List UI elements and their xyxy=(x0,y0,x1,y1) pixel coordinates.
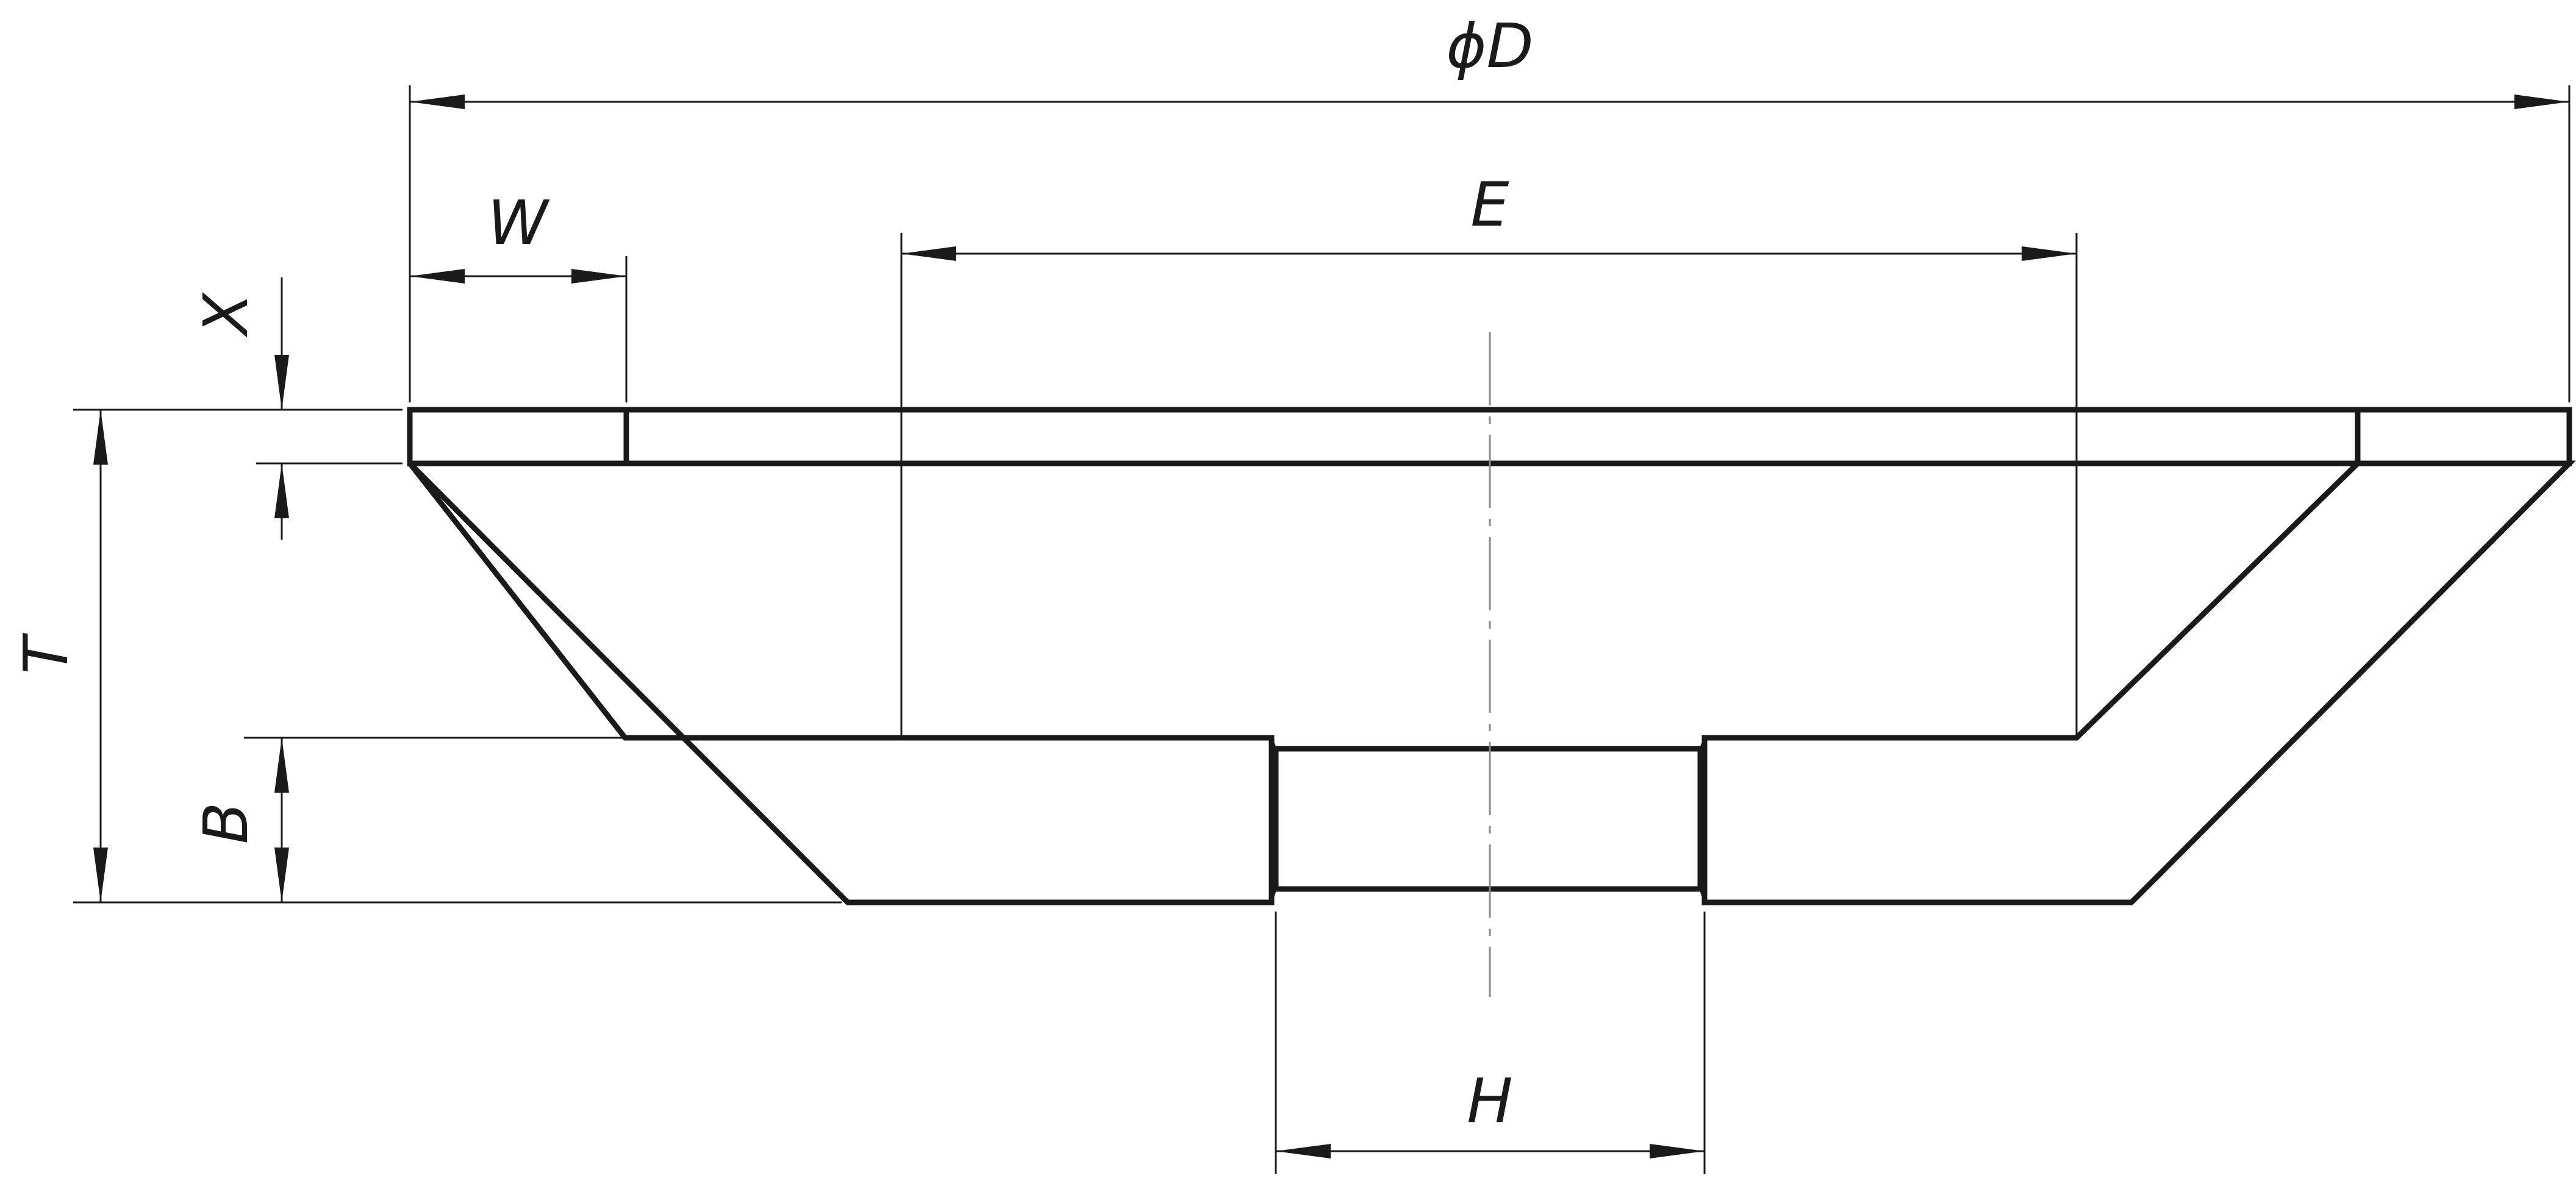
label-inner-width: E xyxy=(1470,169,1509,240)
extension-lines xyxy=(73,85,2571,1174)
bore-opening xyxy=(1273,746,1703,892)
label-diameter: ϕD xyxy=(1447,10,1534,82)
label-height: T xyxy=(10,633,82,674)
abrasive-rim-left xyxy=(407,407,629,466)
rim-plate xyxy=(623,407,2361,466)
label-rim-width: W xyxy=(488,187,550,259)
bore-chamfers xyxy=(1270,737,1706,903)
right-body-section xyxy=(1701,460,2576,905)
label-base-thickness: B xyxy=(190,802,262,844)
abrasive-rim-right xyxy=(2355,407,2572,466)
label-rim-depth: X xyxy=(190,291,262,338)
label-bore: H xyxy=(1467,1065,1512,1137)
left-body-section xyxy=(407,461,1275,905)
